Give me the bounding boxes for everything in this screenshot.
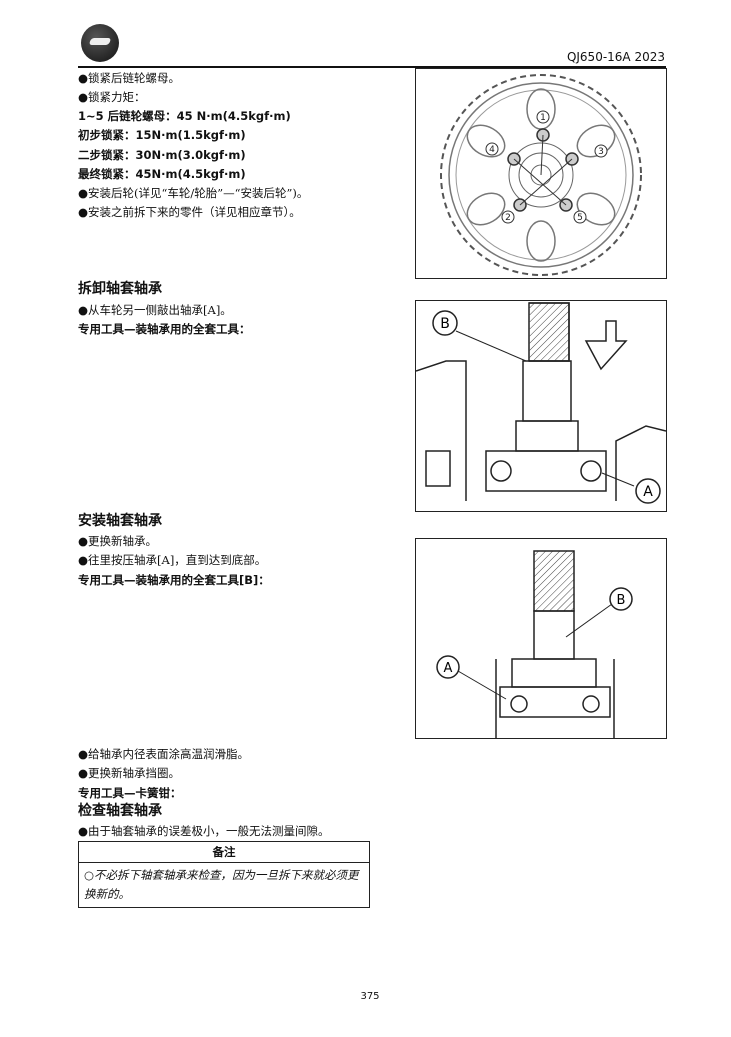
torque-spec: 初步锁紧：15N·m(1.5kgf·m) [78, 128, 246, 142]
torque-spec: 最终锁紧：45N·m(4.5kgf·m) [78, 167, 246, 181]
bolt-label: 2 [505, 213, 511, 223]
text-line: ●锁紧后链轮螺母。 [78, 71, 181, 85]
callout-a: A [643, 484, 653, 500]
bolt-label: 5 [577, 213, 583, 223]
special-tool: 专用工具—卡簧钳： [78, 786, 182, 800]
special-tool: 专用工具—装轴承用的全套工具： [78, 322, 251, 336]
header-rule [78, 66, 666, 68]
bearing-removal-figure: B A [415, 300, 667, 512]
brand-logo [81, 24, 119, 62]
text-line: ●从车轮另一侧敲出轴承[A]。 [78, 303, 232, 317]
note-box: 备注 ○不必拆下轴套轴承来检查，因为一旦拆下来就必须更换新的。 [78, 841, 370, 908]
bolt-label: 4 [489, 145, 495, 155]
torque-spec: 1~5 后链轮螺母：45 N·m(4.5kgf·m) [78, 109, 291, 123]
text-line: ●给轴承内径表面涂高温润滑脂。 [78, 747, 250, 761]
text-line: ●安装之前拆下来的零件（详见相应章节）。 [78, 205, 301, 219]
sprocket-figure: 1 2 3 4 5 [415, 68, 667, 279]
text-line: ●锁紧力矩： [78, 90, 146, 104]
page-number: 375 [360, 991, 380, 1002]
text-line: ●由于轴套轴承的误差极小，一般无法测量间隙。 [78, 824, 330, 838]
note-body: ○不必拆下轴套轴承来检查，因为一旦拆下来就必须更换新的。 [84, 868, 359, 901]
note-title: 备注 [79, 842, 369, 863]
bolt-label: 3 [598, 147, 604, 157]
model-header: QJ650-16A 2023 [566, 50, 665, 64]
section-title: 检查轴套轴承 [78, 803, 162, 819]
text-line: ●更换新轴承。 [78, 534, 158, 548]
bearing-install-figure: B A [415, 538, 667, 739]
text-line: ●往里按压轴承[A]，直到达到底部。 [78, 553, 267, 567]
section-title: 拆卸轴套轴承 [78, 281, 162, 297]
torque-spec: 二步锁紧：30N·m(3.0kgf·m) [78, 148, 246, 162]
text-line: ●更换新轴承挡圈。 [78, 766, 181, 780]
bolt-label: 1 [540, 113, 546, 123]
text-line: ●安装后轮(详见“车轮/轮胎”—“安装后轮”)。 [78, 186, 309, 200]
callout-a: A [444, 661, 453, 676]
section-title: 安装轴套轴承 [78, 513, 162, 529]
special-tool: 专用工具—装轴承用的全套工具[B]： [78, 573, 270, 587]
callout-b: B [440, 316, 450, 332]
callout-b: B [617, 593, 626, 608]
